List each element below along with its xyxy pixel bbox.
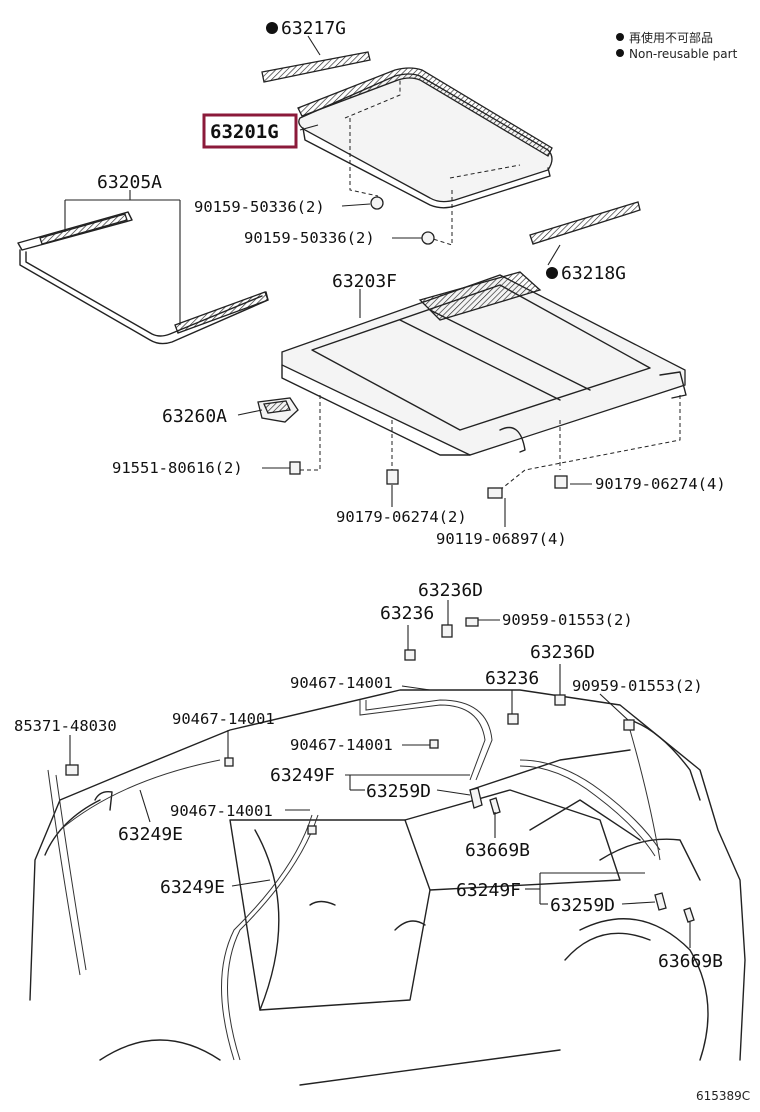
car-body xyxy=(29,689,746,1086)
label-85371-48030[interactable]: 85371-48030 xyxy=(14,717,117,735)
nut-icon xyxy=(386,469,399,485)
label-63260A[interactable]: 63260A xyxy=(162,406,227,427)
glass-bolts xyxy=(349,118,453,246)
label-90179-06274-a[interactable]: 90179-06274(4) xyxy=(595,475,726,493)
grommet-icon xyxy=(469,787,483,809)
label-90467-14001-b[interactable]: 90467-14001 xyxy=(172,710,275,728)
label-63249E-a[interactable]: 63249E xyxy=(118,824,183,845)
clip-icon xyxy=(429,739,439,749)
label-90959-01553-b[interactable]: 90959-01553(2) xyxy=(572,677,703,695)
non-reusable-dot-icon xyxy=(266,22,278,34)
bolt-icon xyxy=(421,231,435,245)
glass-panel xyxy=(297,67,553,209)
selected-part-highlight[interactable] xyxy=(202,113,298,149)
non-reusable-dot-icon xyxy=(546,267,558,279)
clip-icon xyxy=(507,713,519,725)
bolt-icon xyxy=(370,196,384,210)
label-90179-06274-b[interactable]: 90179-06274(2) xyxy=(336,508,467,526)
clip-icon xyxy=(465,617,479,627)
frame-fasteners xyxy=(289,461,568,499)
sunshade-frame xyxy=(17,211,269,345)
label-90159-50336-b[interactable]: 90159-50336(2) xyxy=(244,229,375,247)
non-reusable-dot-icon xyxy=(616,33,624,41)
grommet-icon xyxy=(489,797,501,815)
label-90467-14001-c[interactable]: 90467-14001 xyxy=(290,736,393,754)
rear-weatherstrip xyxy=(529,201,641,245)
legend: 再使用不可部品 Non-reusable part xyxy=(616,30,738,61)
label-90467-14001-d[interactable]: 90467-14001 xyxy=(170,802,273,820)
label-63203F[interactable]: 63203F xyxy=(332,271,397,292)
illustration-code: 615389C xyxy=(696,1089,750,1103)
nut-icon xyxy=(554,475,568,489)
clip-icon xyxy=(65,764,79,776)
label-90467-14001-a[interactable]: 90467-14001 xyxy=(290,674,393,692)
label-90119-06897[interactable]: 90119-06897(4) xyxy=(436,530,567,548)
label-63259D-a[interactable]: 63259D xyxy=(366,781,431,802)
label-63669B-b[interactable]: 63669B xyxy=(658,951,723,972)
label-63669B-a[interactable]: 63669B xyxy=(465,840,530,861)
legend-zh: 再使用不可部品 xyxy=(629,30,713,45)
clip-icon xyxy=(224,757,234,767)
sunroof-motor xyxy=(257,397,299,423)
label-63249E-b[interactable]: 63249E xyxy=(160,877,225,898)
label-63236D-b[interactable]: 63236D xyxy=(530,642,595,663)
part-labels: 63217G 63201G 63205A 90159-50336(2) 9015… xyxy=(14,18,750,1103)
label-90959-01553-a[interactable]: 90959-01553(2) xyxy=(502,611,633,629)
label-90159-50336-a[interactable]: 90159-50336(2) xyxy=(194,198,325,216)
label-63236D-a[interactable]: 63236D xyxy=(418,580,483,601)
leader-lines xyxy=(64,35,691,948)
bolt-icon xyxy=(289,461,301,475)
label-63205A[interactable]: 63205A xyxy=(97,172,162,193)
label-63236-a[interactable]: 63236 xyxy=(380,603,434,624)
clip-icon xyxy=(554,694,566,706)
clip-icon xyxy=(623,719,635,731)
label-63249F-b[interactable]: 63249F xyxy=(456,880,521,901)
drain-hoses xyxy=(47,699,661,1061)
label-91551-80616[interactable]: 91551-80616(2) xyxy=(112,459,243,477)
non-reusable-dot-icon xyxy=(616,49,624,57)
sunroof-housing xyxy=(281,271,687,491)
grommet-icon xyxy=(654,892,667,911)
clip-icon xyxy=(404,649,416,661)
bolt-icon xyxy=(487,487,503,499)
label-63259D-b[interactable]: 63259D xyxy=(550,895,615,916)
grommet-icon xyxy=(683,907,695,923)
legend-en: Non-reusable part xyxy=(629,47,738,61)
clip-icon xyxy=(441,624,453,638)
clip-icon xyxy=(307,825,317,835)
label-63201G[interactable]: 63201G xyxy=(210,121,279,143)
front-weatherstrip xyxy=(261,51,371,83)
label-63249F-a[interactable]: 63249F xyxy=(270,765,335,786)
label-63218G[interactable]: 63218G xyxy=(561,263,626,284)
hose-clips xyxy=(65,617,695,923)
label-63236-b[interactable]: 63236 xyxy=(485,668,539,689)
label-63217G[interactable]: 63217G xyxy=(281,18,346,39)
